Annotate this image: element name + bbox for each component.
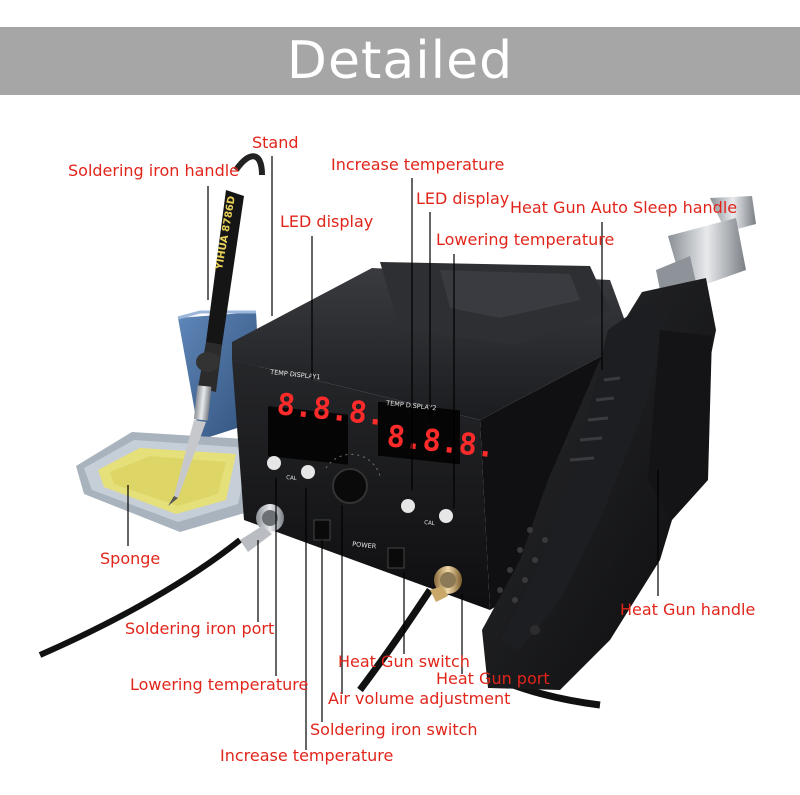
heat-gun <box>482 196 756 690</box>
label-lowering-temperature-top: Lowering temperature <box>436 230 615 249</box>
label-led-display-left: LED display <box>280 212 374 231</box>
label-increase-temperature-bottom: Increase temperature <box>220 746 394 765</box>
label-air-volume-adjustment: Air volume adjustment <box>328 689 511 708</box>
power-text: POWER <box>352 540 377 551</box>
station-body <box>232 262 636 610</box>
iron-switch-shape <box>313 519 331 541</box>
label-heat-gun-switch: Heat Gun switch <box>338 652 470 671</box>
title-banner: Detailed <box>0 27 800 95</box>
cal-text-2: CAL <box>424 520 436 527</box>
gun-switch-shape <box>387 547 405 569</box>
label-heat-gun-handle: Heat Gun handle <box>620 600 756 619</box>
leader-lines <box>127 156 659 750</box>
iron-cable <box>38 537 242 658</box>
label-heat-gun-auto-sleep-handle: Heat Gun Auto Sleep handle <box>510 198 738 217</box>
label-heat-gun-port: Heat Gun port <box>436 669 550 688</box>
label-soldering-iron-handle: Soldering iron handle <box>68 161 240 180</box>
cal-text-1: CAL <box>286 475 298 482</box>
label-lowering-temperature-bottom: Lowering temperature <box>130 675 309 694</box>
label-stand: Stand <box>252 133 299 152</box>
label-sponge: Sponge <box>100 549 161 568</box>
label-increase-temperature-top: Increase temperature <box>331 155 505 174</box>
label-soldering-iron-port: Soldering iron port <box>125 619 275 638</box>
banner-title: Detailed <box>286 31 514 91</box>
label-led-display-right: LED display <box>416 189 510 208</box>
label-soldering-iron-switch: Soldering iron switch <box>310 720 478 739</box>
air-volume-knob <box>332 468 368 504</box>
gun-cable <box>357 588 433 693</box>
soldering-stand <box>76 310 262 532</box>
